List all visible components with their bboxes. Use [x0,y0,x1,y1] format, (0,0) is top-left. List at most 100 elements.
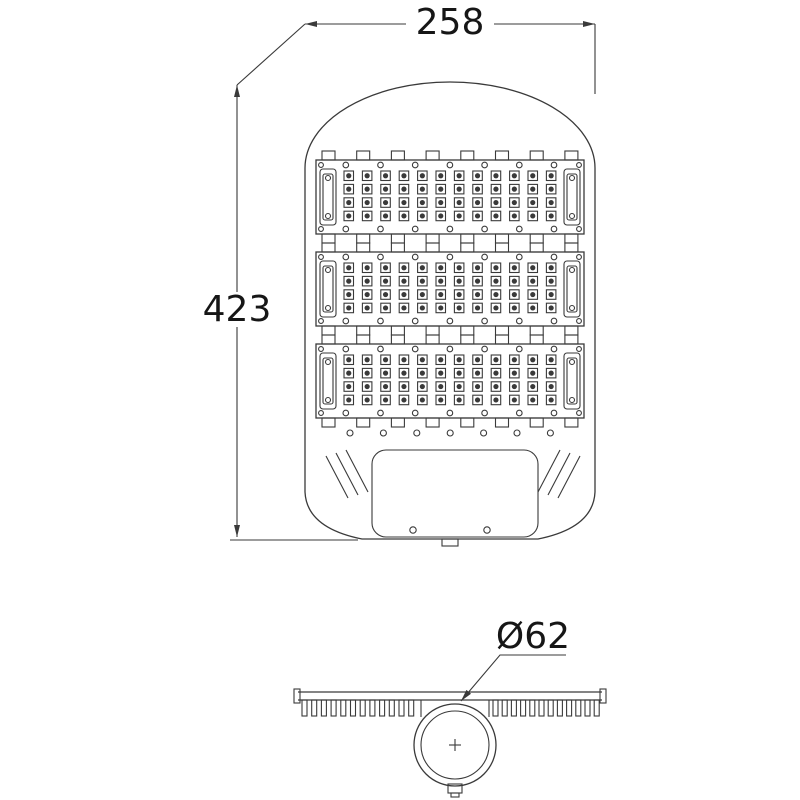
led-module [315,334,585,428]
pipe-outer-circle [413,703,497,787]
led-chip [493,173,499,179]
led-lens [417,197,428,208]
led-lens [453,275,465,287]
led-lens [417,275,428,287]
vent-slot [537,449,561,493]
screw [515,161,523,169]
led-chip [456,383,462,390]
led-chip [548,265,554,271]
led-lens [453,354,465,366]
led-chip [548,383,554,390]
mount-tab [425,334,440,345]
led-lens [343,302,355,314]
led-lens [490,197,502,208]
heatsink-fin [510,699,517,717]
led-lens [490,289,502,300]
screw [576,162,582,168]
led-chip [364,199,370,206]
screw [411,317,419,325]
mount-tab [460,417,475,428]
led-chip [493,305,499,311]
led-chip [382,383,389,390]
led-chip [382,265,389,271]
led-chip [530,397,536,403]
screw [324,266,332,274]
led-chip [474,173,481,179]
mount-tab [425,325,440,336]
led-chip [530,213,536,219]
led-lens [453,289,465,300]
led-lens [435,170,447,182]
screw [513,429,521,437]
led-chip [382,397,389,403]
led-chip [474,305,481,311]
led-chip [382,173,389,179]
screw [342,225,350,233]
led-lens [398,262,410,274]
side-bracket [563,260,581,318]
led-lens [527,354,539,366]
screw [576,410,582,416]
led-chip [419,213,425,219]
mount-tab [494,325,510,336]
led-lens [545,289,557,300]
module-frame [315,343,585,419]
screw [568,396,576,404]
led-lens [545,275,557,287]
screw [446,345,454,353]
screw [318,226,324,232]
led-chip [401,213,407,219]
led-lens [435,183,447,195]
led-chip [419,265,425,271]
led-chip [530,291,536,298]
led-chip [419,291,425,298]
side-bracket [319,168,337,226]
led-lens [453,394,465,406]
driver-compartment [325,449,581,538]
mount-tab [390,242,405,253]
led-chip [474,199,481,206]
screw [346,429,354,437]
led-chip [438,291,444,298]
screw [446,161,454,169]
heatsink-fin [340,699,347,717]
led-chip [530,370,536,376]
led-chip [530,305,536,311]
led-chip [401,173,407,179]
led-lens [435,262,447,274]
screw [576,346,582,352]
led-lens [472,302,483,314]
led-lens [490,367,502,379]
led-chip [530,173,536,179]
led-chip [530,199,536,206]
mount-tab [460,325,475,336]
led-chip [456,173,462,179]
led-lens [343,183,355,195]
screw [411,225,419,233]
heatsink-fin [349,699,357,717]
mount-tab [564,417,579,428]
led-chip [548,213,554,219]
led-chip [530,278,536,284]
led-lens [472,289,483,300]
width-dimension-label: 258 [416,2,485,43]
led-lens [527,275,539,287]
screw [550,253,558,261]
screw [550,345,558,353]
heatsink-fin [547,699,554,717]
led-chip [548,173,554,179]
screw [515,409,523,417]
led-lens [509,302,520,314]
led-lens [472,197,483,208]
led-lens [343,275,355,287]
led-lens [509,381,520,392]
led-chip [530,357,536,363]
mount-tab [390,334,405,345]
led-chip [382,186,389,192]
led-lens [472,183,483,195]
led-lens [417,354,428,366]
vent-slot [547,452,571,496]
bracket-slot [322,357,334,405]
heatsink-fin [575,699,582,717]
